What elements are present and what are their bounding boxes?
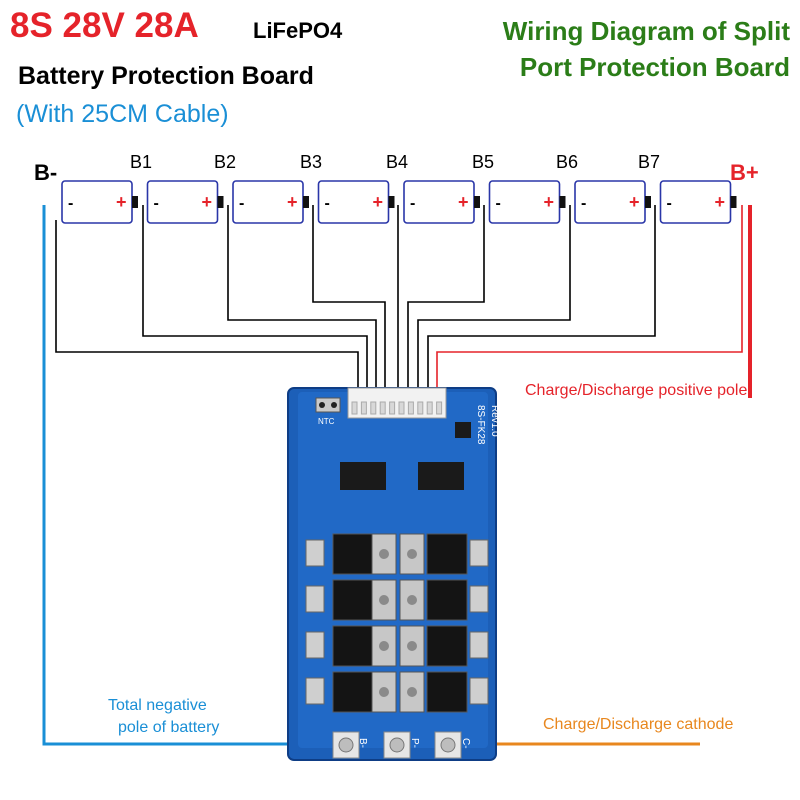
chemistry-label: LiFePO4 <box>253 18 343 43</box>
spec-title: 8S 28V 28A <box>10 6 199 45</box>
connector-pin <box>360 401 367 415</box>
tap-label-b2: B2 <box>214 152 237 172</box>
silk-rev: Rev1.0 <box>489 405 500 437</box>
cathode-label: Charge/Discharge cathode <box>543 716 734 733</box>
terminal-b-plus: B+ <box>730 160 759 185</box>
pad-p-minus <box>383 731 411 759</box>
mosfet <box>426 671 468 713</box>
cell-terminal <box>217 196 224 208</box>
cell-minus-symbol: - <box>239 195 244 212</box>
cell-minus-symbol: - <box>496 195 501 212</box>
cell-plus-symbol: + <box>544 192 555 212</box>
battery-cell: -+ <box>659 180 737 224</box>
tap-label-b6: B6 <box>556 152 579 172</box>
connector-pin <box>407 401 414 415</box>
resistor <box>469 539 489 567</box>
resistor <box>469 585 489 613</box>
cell-plus-symbol: + <box>715 192 726 212</box>
battery-cell: -+ <box>574 180 651 224</box>
ic-left <box>340 462 386 490</box>
battery-cell: -+ <box>317 180 395 224</box>
tap-label-b3: B3 <box>300 152 323 172</box>
cell-minus-symbol: - <box>581 195 586 212</box>
cell-minus-symbol: - <box>68 195 73 212</box>
connector-pin <box>417 401 424 415</box>
diagram-title-line2: Port Protection Board <box>519 52 790 82</box>
silk-model: 8S-FK28 <box>475 405 486 445</box>
battery-cell: -+ <box>232 180 309 224</box>
battery-cell: -+ <box>403 180 480 224</box>
ic-right <box>418 462 464 490</box>
mosfet <box>332 625 374 667</box>
resistor <box>469 677 489 705</box>
resistor <box>305 677 325 705</box>
cell-terminal <box>303 196 309 208</box>
resistor <box>305 539 325 567</box>
connector-pin <box>426 401 433 415</box>
resistor <box>469 631 489 659</box>
mosfet <box>332 533 374 575</box>
mosfet <box>426 625 468 667</box>
cell-plus-symbol: + <box>629 192 640 212</box>
connector-pin <box>370 401 377 415</box>
product-title: Battery Protection Board <box>18 62 314 90</box>
ntc-header <box>315 397 341 413</box>
cell-minus-symbol: - <box>154 195 159 212</box>
connector-pin <box>389 401 396 415</box>
balance-wires <box>55 205 656 388</box>
connector-pins <box>351 401 443 415</box>
cell-terminal <box>388 196 395 208</box>
resistor <box>305 585 325 613</box>
silk-pad-b: B- <box>357 738 368 748</box>
ic-small <box>455 422 471 438</box>
negative-pole-label-line1: Total negative <box>108 697 207 714</box>
mosfet <box>426 579 468 621</box>
battery-cell: -+ <box>61 180 138 224</box>
cell-plus-symbol: + <box>202 192 213 212</box>
positive-pole-label: Charge/Discharge positive pole <box>525 382 748 399</box>
diagram-title-line1: Wiring Diagram of Split <box>502 16 790 46</box>
cell-plus-symbol: + <box>458 192 469 212</box>
tap-label-b5: B5 <box>472 152 495 172</box>
mosfet <box>426 533 468 575</box>
cell-terminal <box>474 196 480 208</box>
battery-cell: -+ <box>146 180 224 224</box>
cell-minus-symbol: - <box>325 195 330 212</box>
terminal-b-minus: B- <box>34 160 58 185</box>
output-pads <box>332 731 462 759</box>
pad-b-minus <box>332 731 360 759</box>
positive-lead <box>436 205 752 398</box>
mosfet <box>332 579 374 621</box>
resistor <box>305 631 325 659</box>
tap-label-b1: B1 <box>130 152 153 172</box>
battery-cells: -+-+-+-+-+-+-+-+ <box>61 180 737 224</box>
cell-terminal <box>645 196 651 208</box>
cell-plus-symbol: + <box>116 192 127 212</box>
connector-pin <box>398 401 405 415</box>
cell-terminal <box>559 196 566 208</box>
negative-lead <box>42 205 343 746</box>
cable-note: (With 25CM Cable) <box>16 100 229 128</box>
cell-minus-symbol: - <box>410 195 415 212</box>
mosfet-array <box>305 533 489 713</box>
mosfet <box>399 625 425 667</box>
silk-ntc: NTC <box>318 417 335 426</box>
mosfet <box>332 671 374 713</box>
battery-cell: -+ <box>488 180 566 224</box>
connector-pin <box>436 401 443 415</box>
cell-plus-symbol: + <box>373 192 384 212</box>
tap-label-b7: B7 <box>638 152 661 172</box>
negative-pole-label-line2: pole of battery <box>118 719 220 736</box>
cell-plus-symbol: + <box>287 192 298 212</box>
cell-terminal <box>132 196 138 208</box>
cell-minus-symbol: - <box>667 195 672 212</box>
tap-label-b4: B4 <box>386 152 409 172</box>
cell-terminal <box>730 196 737 208</box>
connector-pin <box>351 401 358 415</box>
protection-board: 8S-FK28 Rev1.0 NTC B- P- C- <box>287 387 500 761</box>
silk-pad-p: P- <box>409 738 420 748</box>
connector-pin <box>379 401 386 415</box>
silk-pad-c: C- <box>460 738 471 749</box>
